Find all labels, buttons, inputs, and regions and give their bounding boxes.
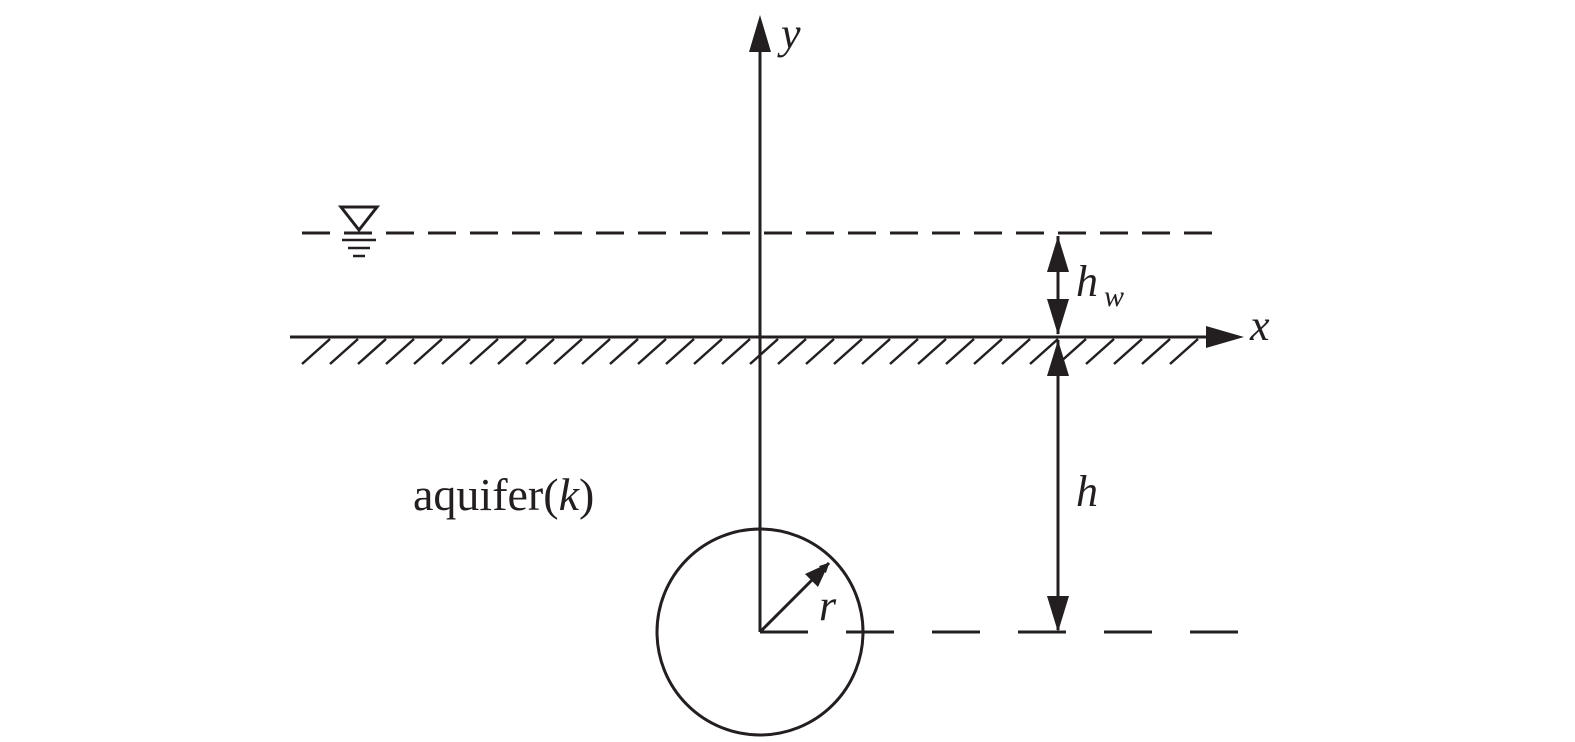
- hatch-stroke: [329, 338, 359, 365]
- hatch-stroke: [413, 338, 443, 365]
- hatch-stroke: [749, 338, 779, 365]
- hatch-stroke: [581, 338, 611, 365]
- h-arrow-bottom: [1047, 596, 1069, 632]
- hatch-stroke: [1141, 338, 1171, 365]
- h-label: h: [1076, 467, 1098, 516]
- hatch-stroke: [973, 338, 1003, 365]
- hatch-stroke: [917, 338, 947, 365]
- y-axis-arrowhead: [749, 15, 771, 52]
- ground-hatch-icon: [301, 338, 1199, 365]
- hatch-stroke: [805, 338, 835, 365]
- aquifer-label: aquifer(k): [413, 469, 594, 520]
- hatch-stroke: [301, 338, 331, 365]
- hatch-stroke: [721, 338, 751, 365]
- radius-label: r: [819, 581, 837, 630]
- hatch-stroke: [497, 338, 527, 365]
- hatch-stroke: [665, 338, 695, 365]
- hatch-stroke: [441, 338, 471, 365]
- hatch-stroke: [1001, 338, 1031, 365]
- y-axis-label: y: [777, 9, 801, 58]
- hw-arrow-top: [1047, 236, 1069, 272]
- x-axis-label: x: [1249, 301, 1270, 350]
- hw-subscript: w: [1104, 280, 1124, 313]
- hatch-stroke: [833, 338, 863, 365]
- hatch-stroke: [553, 338, 583, 365]
- hatch-stroke: [693, 338, 723, 365]
- hatch-stroke: [357, 338, 387, 365]
- hatch-stroke: [385, 338, 415, 365]
- hatch-stroke: [469, 338, 499, 365]
- hatch-stroke: [777, 338, 807, 365]
- hatch-stroke: [1029, 338, 1059, 365]
- radius-arrowhead: [805, 563, 829, 587]
- hatch-stroke: [861, 338, 891, 365]
- hatch-stroke: [525, 338, 555, 365]
- hatch-stroke: [1085, 338, 1115, 365]
- hw-arrow-bottom: [1047, 299, 1069, 335]
- x-axis-arrowhead: [1206, 326, 1244, 348]
- water-level-icon: [337, 205, 381, 258]
- hatch-stroke: [637, 338, 667, 365]
- hatch-stroke: [1169, 338, 1199, 365]
- hatch-stroke: [889, 338, 919, 365]
- hatch-stroke: [609, 338, 639, 365]
- h-arrow-top: [1047, 340, 1069, 376]
- hw-label: h: [1076, 257, 1098, 306]
- hatch-stroke: [1113, 338, 1143, 365]
- hatch-stroke: [945, 338, 975, 365]
